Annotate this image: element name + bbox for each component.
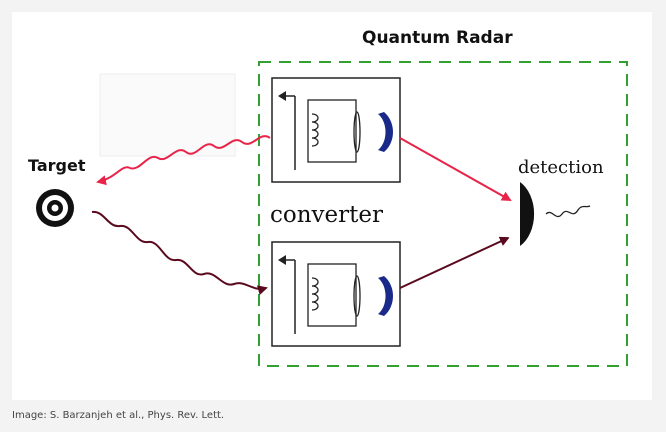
quantum-radar-diagram: [36, 61, 628, 367]
quantum-radar-frame: [258, 61, 628, 367]
converter-bottom: [271, 241, 401, 347]
detection-label: detection: [518, 157, 604, 178]
converter-top: [271, 77, 401, 183]
target-icon: [36, 189, 74, 227]
signal-to-target: [96, 135, 271, 186]
background-panel: [99, 73, 236, 157]
cavity-mirror-top: [378, 112, 393, 152]
diagram-figure: Quantum Radar Target converter detection: [12, 12, 652, 400]
cavity-mirror-bottom: [378, 276, 393, 316]
image-caption: Image: S. Barzanjeh et al., Phys. Rev. L…: [12, 410, 225, 421]
converter-label: converter: [270, 202, 383, 228]
idler-to-detector: [399, 137, 512, 201]
signal-from-target: [91, 210, 268, 295]
detector-icon: [520, 182, 591, 246]
diagram-title: Quantum Radar: [362, 28, 513, 48]
target-label: Target: [28, 156, 86, 175]
return-to-detector: [399, 236, 510, 289]
